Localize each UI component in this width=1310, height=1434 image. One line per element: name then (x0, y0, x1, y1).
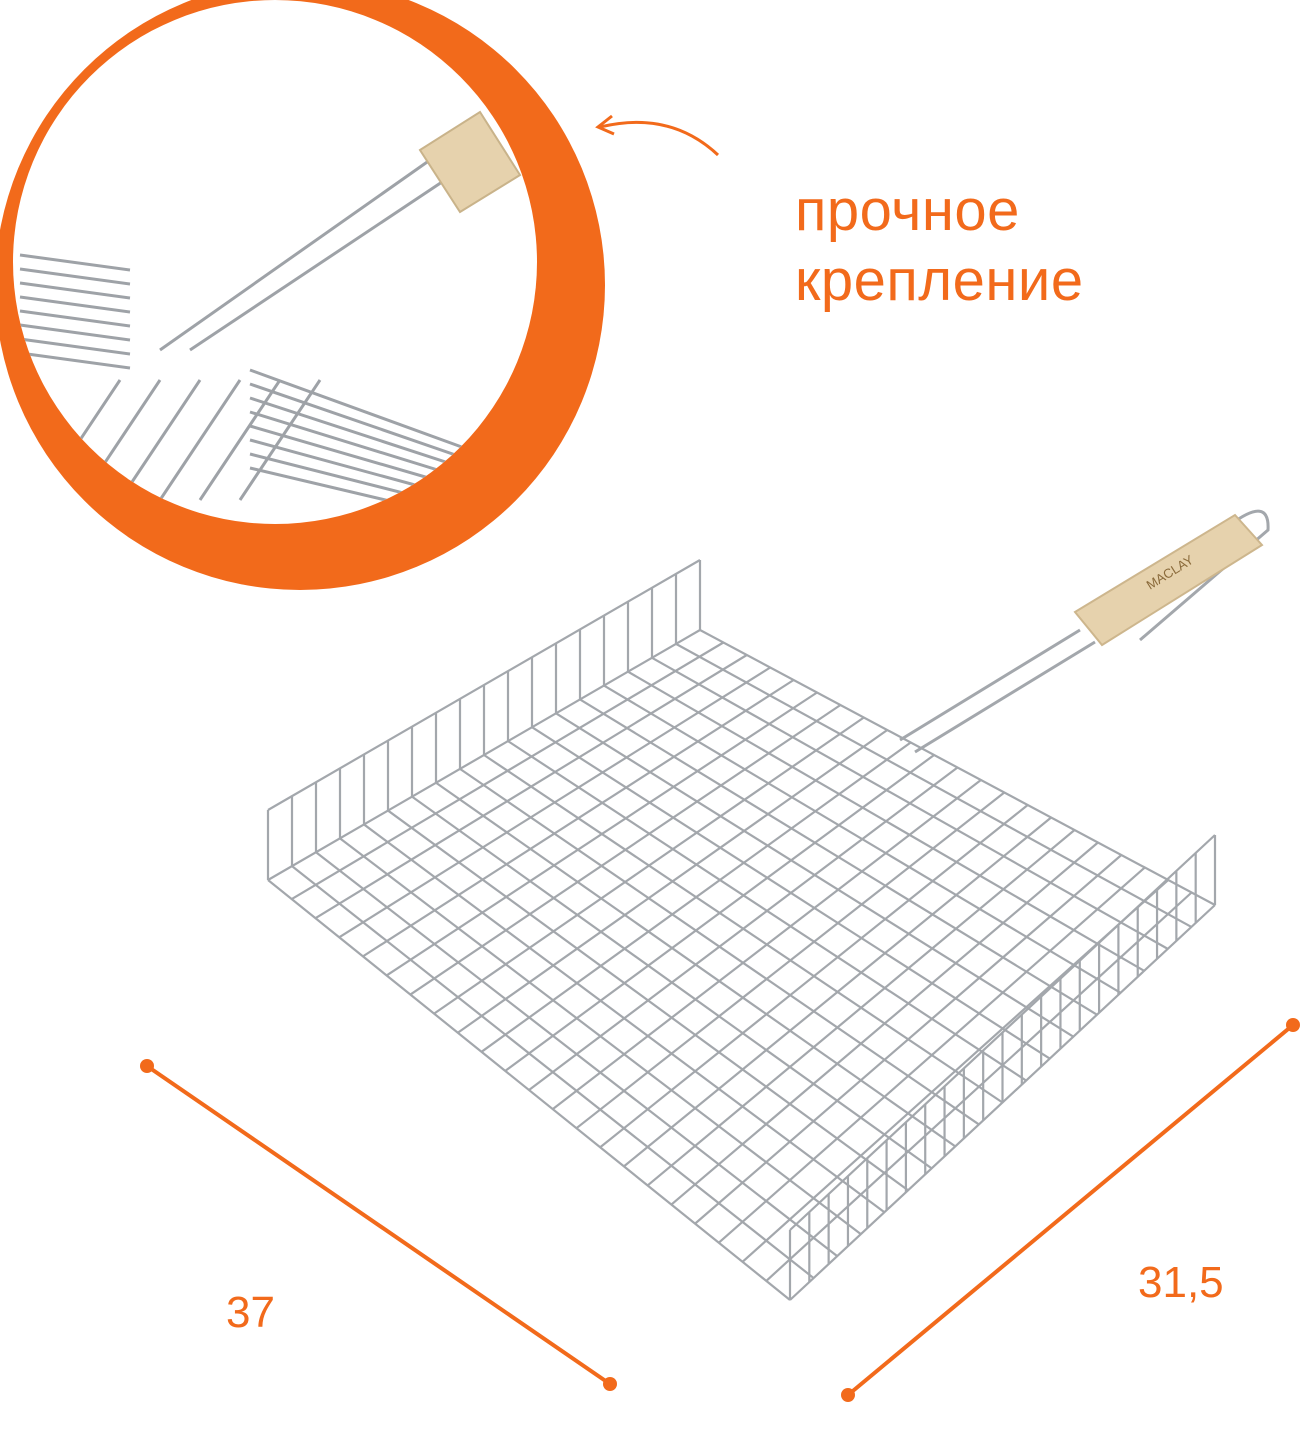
grill-wire (531, 726, 1051, 1060)
dimension-length-label: 37 (226, 1288, 275, 1337)
detail-wire (249, 382, 471, 462)
detail-wire (19, 323, 131, 342)
detail-wire (19, 253, 131, 272)
grill-wire (507, 740, 1027, 1082)
grill-handle: MACLAY (899, 509, 1270, 754)
wall-rim (789, 834, 1216, 1231)
grill-wire (291, 865, 815, 1279)
detail-wire (19, 281, 131, 300)
detail-wire (19, 351, 131, 370)
grill-wire (579, 698, 1098, 1016)
grill-wire (267, 879, 791, 1301)
detail-wire (249, 396, 471, 472)
detail-wire (19, 337, 131, 356)
detail-wire (19, 267, 131, 286)
grill-wire (363, 823, 886, 1214)
grill-wire (411, 795, 933, 1170)
grill-wire (555, 712, 1074, 1038)
detail-wire (118, 379, 202, 501)
dimension-line-icon (145, 1023, 1295, 1397)
grill-wire (483, 754, 1004, 1104)
caption-line-1: прочное (795, 178, 1020, 243)
grill-wire (699, 629, 1216, 906)
curved-arrow-icon (595, 114, 720, 157)
grill-wire (387, 809, 909, 1192)
detail-wire (19, 309, 131, 328)
wall-rim (267, 559, 701, 811)
grill-wire (603, 684, 1122, 994)
grill-wire (459, 767, 980, 1126)
detail-wire (159, 158, 431, 352)
grill-basket (266, 559, 1217, 1301)
detail-wire (238, 379, 322, 501)
zoom-circle-icon (0, 0, 605, 590)
grill-wire (675, 642, 1192, 928)
dimension-width-label: 31,5 (1138, 1258, 1224, 1307)
detail-wire (198, 379, 282, 501)
grill-wire (627, 670, 1145, 972)
detail-wire (19, 295, 131, 314)
grill-wire (651, 656, 1169, 950)
caption-line-2: крепление (795, 248, 1084, 313)
grill-wire (435, 781, 956, 1148)
detail-wire (158, 379, 242, 501)
detail-wire (249, 368, 471, 452)
grill-wire (339, 837, 862, 1236)
detail-wire (249, 410, 471, 482)
grill-wire (315, 851, 838, 1257)
feature-caption: прочное крепление (795, 176, 1084, 316)
detail-wire (189, 168, 461, 352)
